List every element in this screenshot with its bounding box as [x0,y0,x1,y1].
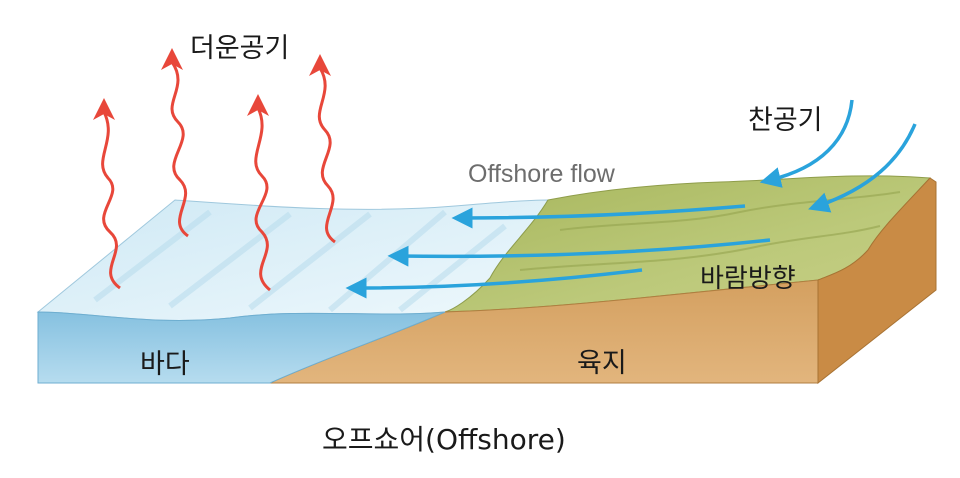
offshore-flow-label: Offshore flow [468,160,615,188]
sea-label: 바다 [140,349,190,380]
flow-arrow-1 [451,204,746,229]
cold-air-arrows [759,99,917,213]
land-label: 육지 [577,348,627,379]
hot-air-arrow-2 [170,61,189,238]
cold-air-arrow-2 [808,123,917,213]
hot-air-arrow-1 [101,111,121,290]
sea-front-face [37,311,446,384]
cold-air-arrow-1 [759,99,854,188]
hot-air-arrow-3 [254,107,271,292]
cold-air-label: 찬공기 [748,105,823,136]
wind-direction-label: 바람방향 [700,264,796,294]
flow-arrow-3 [345,268,643,299]
offshore-flow-arrows [345,204,771,299]
hot-air-arrow-4 [317,67,336,244]
hot-air-arrows [101,61,336,292]
land-side-face [817,177,937,385]
hot-air-arrowheads [93,48,331,120]
grass-contours [519,191,901,271]
diagram-caption: 오프쇼어(Offshore) [322,423,566,456]
hot-air-label: 더운공기 [190,33,290,64]
flow-arrow-2 [387,238,771,267]
